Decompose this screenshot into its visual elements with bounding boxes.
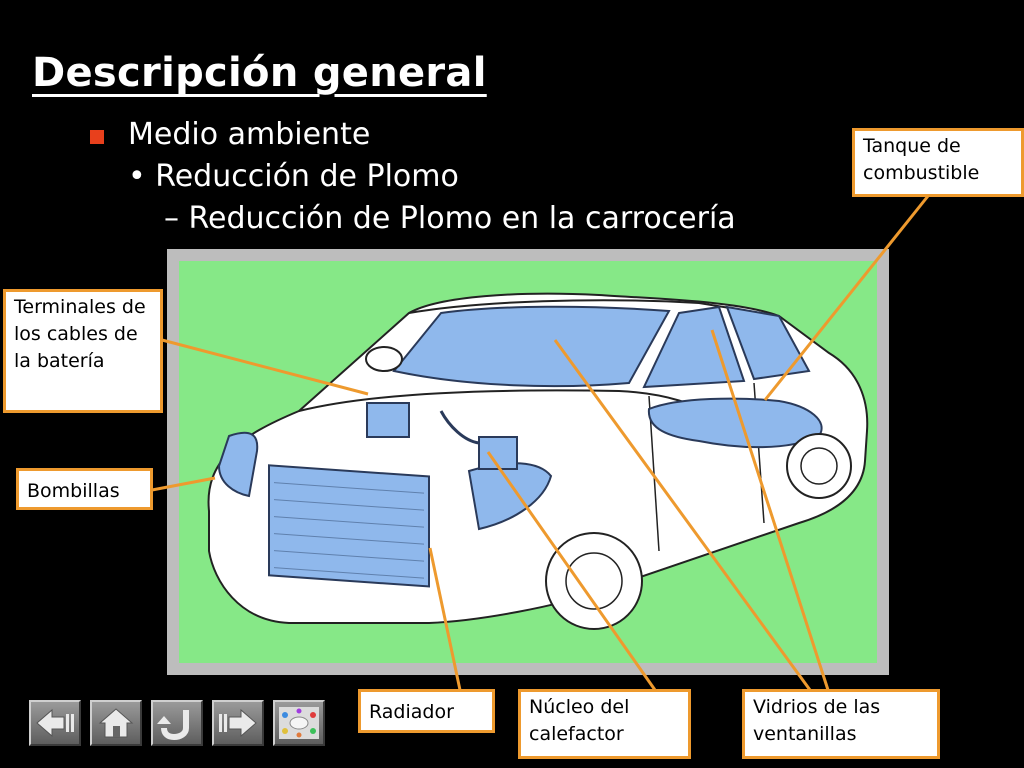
forward-button[interactable] [212, 700, 264, 746]
bullet-level-3: – Reducción de Plomo en la carrocería [164, 201, 736, 236]
slide-title: Descripción general [32, 50, 487, 96]
radiator-highlight [268, 464, 430, 588]
callout-battery-terminals: Terminales de los cables de la batería [3, 289, 163, 413]
left-headlight-highlight [217, 431, 259, 498]
rear-side-window-highlight [725, 305, 811, 381]
windshield-highlight [392, 305, 671, 388]
menu-map-icon [279, 707, 319, 739]
callout-window-glass: Vidrios de las ventanillas [742, 689, 940, 759]
car-drawing [179, 261, 877, 663]
battery-highlight [366, 402, 410, 438]
bullet-level-2: • Reducción de Plomo [128, 159, 459, 194]
front-side-window-highlight [642, 305, 746, 389]
car-illustration [167, 249, 889, 675]
return-icon [157, 710, 189, 740]
back-button[interactable] [29, 700, 81, 746]
bullet-square-icon [90, 130, 104, 144]
callout-radiator: Radiador [358, 689, 495, 733]
bullet-level-1: Medio ambiente [88, 114, 736, 156]
callout-heater-core: Núcleo del calefactor [518, 689, 691, 759]
home-button[interactable] [90, 700, 142, 746]
forward-arrow-icon [219, 708, 257, 738]
callout-fuel-tank: Tanque de combustible [852, 128, 1024, 197]
bullet-text-environment: Medio ambiente [128, 117, 371, 152]
callout-bulbs: Bombillas [16, 468, 153, 510]
bullet-list: Medio ambiente • Reducción de Plomo – Re… [88, 114, 736, 240]
home-icon [98, 708, 134, 738]
back-arrow-icon [36, 708, 74, 738]
return-button[interactable] [151, 700, 203, 746]
menu-map-button[interactable] [273, 700, 325, 746]
